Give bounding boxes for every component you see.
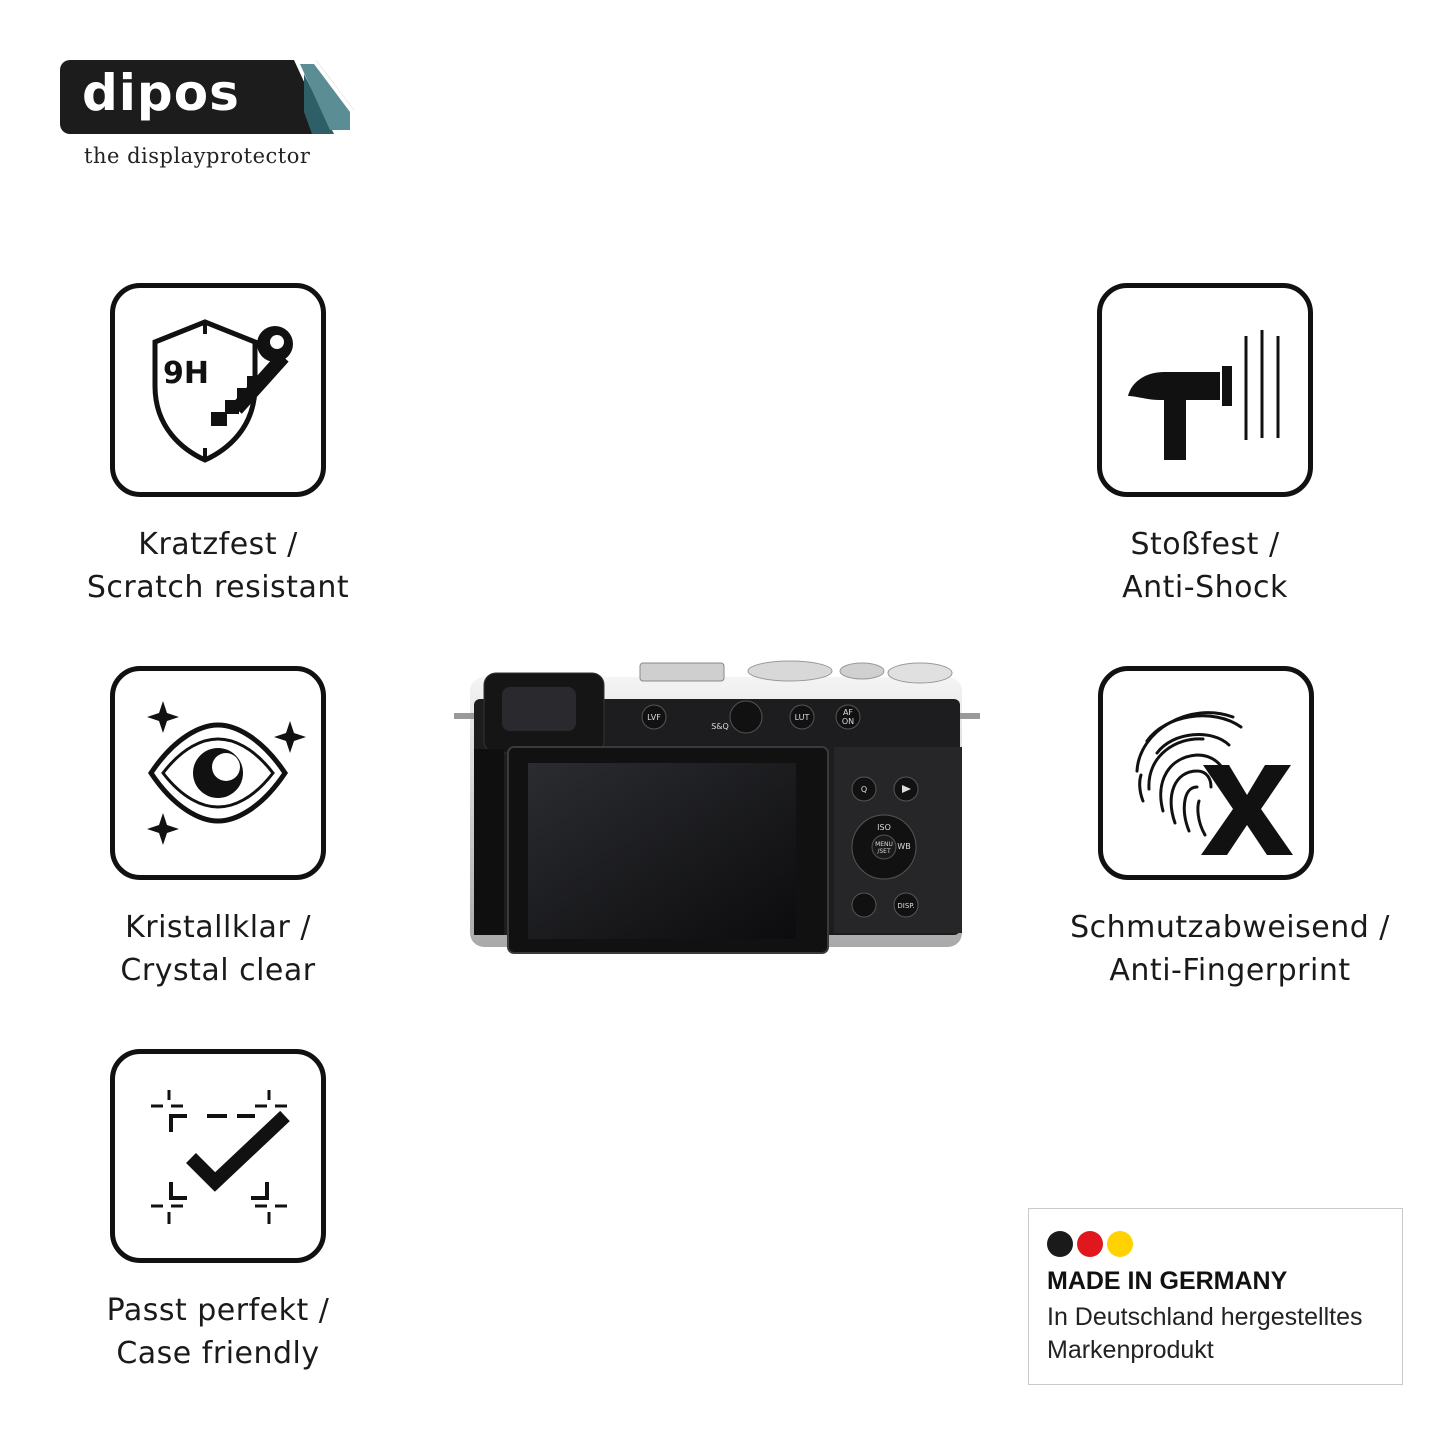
q-button-label: Q: [861, 785, 867, 794]
lut-button-label: LUT: [795, 713, 810, 722]
feature-label: Kratzfest / Scratch resistant: [53, 523, 383, 609]
disp-button-label: DISP.: [897, 902, 914, 910]
af-button-label: AF: [843, 708, 853, 717]
feature-label: Passt perfekt / Case friendly: [53, 1289, 383, 1375]
feature-crystal-clear: Kristallklar / Crystal clear: [53, 666, 383, 992]
feature-label-de: Kristallklar /: [125, 910, 311, 945]
feature-label: Schmutzabweisend / Anti-Fingerprint: [1040, 906, 1420, 992]
feature-label-de: Kratzfest /: [138, 527, 298, 562]
badge-title: MADE IN GERMANY: [1047, 1267, 1288, 1295]
feature-icon-box: 9H: [110, 283, 326, 497]
logo-tagline: the displayprotector: [84, 144, 311, 168]
on-button-label: ON: [842, 717, 854, 726]
feature-label: Stoßfest / Anti-Shock: [1040, 523, 1370, 609]
flag-dot-black: [1047, 1231, 1073, 1257]
feature-label-de: Passt perfekt /: [106, 1293, 330, 1328]
sq-button-label: S&Q: [711, 722, 729, 731]
feature-icon-box: [110, 1049, 326, 1263]
wb-label: WB: [897, 842, 910, 851]
feature-label-de: Stoßfest /: [1130, 527, 1280, 562]
feature-scratch-resistant: 9H Kratzfest / Scratch resistant: [53, 283, 383, 609]
feature-icon-box: [110, 666, 326, 880]
made-in-germany-badge: MADE IN GERMANY In Deutschland hergestel…: [1028, 1208, 1403, 1385]
feature-label-en: Case friendly: [116, 1336, 320, 1371]
logo-corner-fold-icon: [294, 60, 354, 134]
checkbox-frame-icon: [151, 1090, 290, 1224]
feature-label-en: Crystal clear: [120, 953, 316, 988]
flag-dot-red: [1077, 1231, 1103, 1257]
feature-label-en: Anti-Fingerprint: [1109, 953, 1351, 988]
eye-sparkle-icon: [147, 701, 306, 845]
menu-label: MENU: [875, 841, 893, 848]
lvf-button-label: LVF: [647, 713, 661, 722]
flag-dot-gold: [1107, 1231, 1133, 1257]
feature-label-en: Scratch resistant: [86, 570, 350, 605]
fingerprint-x-icon: [1135, 711, 1293, 855]
set-label: /SET: [877, 848, 891, 855]
iso-label: ISO: [877, 823, 891, 832]
hardness-9h-text: 9H: [163, 356, 209, 391]
feature-anti-shock: Stoßfest / Anti-Shock: [1040, 283, 1370, 609]
feature-icon-box: [1098, 666, 1314, 880]
badge-subtitle: In Deutschland hergestelltes Markenprodu…: [1047, 1303, 1363, 1364]
shield-key-icon: 9H: [152, 319, 293, 463]
logo-wordmark: dipos: [82, 64, 240, 122]
feature-label-de: Schmutzabweisend /: [1070, 910, 1390, 945]
brand-logo: dipos the displayprotector: [60, 60, 360, 175]
feature-label: Kristallklar / Crystal clear: [53, 906, 383, 992]
feature-case-friendly: Passt perfekt / Case friendly: [53, 1049, 383, 1375]
hammer-icon: [1128, 330, 1280, 460]
feature-anti-fingerprint: Schmutzabweisend / Anti-Fingerprint: [1040, 666, 1420, 992]
playback-icon: [902, 785, 911, 793]
camera-back-image: LVF S&Q LUT AF ON Q ISO MENU /SET WB DIS…: [454, 660, 980, 954]
feature-label-en: Anti-Shock: [1122, 570, 1288, 605]
feature-icon-box: [1097, 283, 1313, 497]
